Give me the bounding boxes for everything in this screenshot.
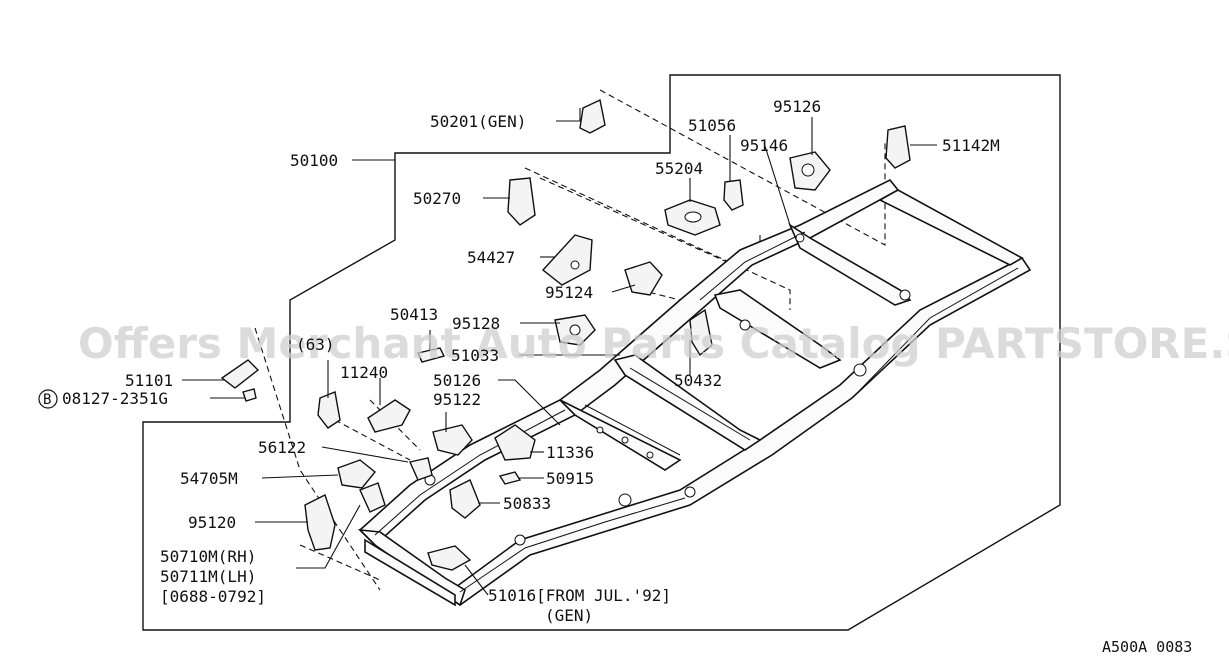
label-95120: 95120 [188,513,236,532]
part-95120[interactable] [304,494,336,551]
part-50710m[interactable] [359,482,386,513]
part-11240[interactable] [367,399,411,433]
label-51101: 51101 [125,371,173,390]
part-54427[interactable] [541,234,593,286]
part-54705m[interactable] [337,459,376,489]
cross-member-4[interactable] [788,222,912,306]
label-95126: 95126 [773,97,821,116]
label-11336: 11336 [546,443,594,462]
label-54705m: 54705M [180,469,238,488]
part-50833[interactable] [449,479,481,519]
part-50270[interactable] [507,177,536,226]
part-50915[interactable] [498,471,522,485]
label-50270: 50270 [413,189,461,208]
label-51033: 51033 [451,346,499,365]
part-50201[interactable] [579,98,606,134]
part-63[interactable] [317,391,341,429]
label-51142m: 51142M [942,136,1000,155]
label-50915: 50915 [546,469,594,488]
label-08127: 08127-2351G [62,389,168,408]
rear-cross-member[interactable] [878,189,1024,266]
label-51056: 51056 [688,116,736,135]
label-56122: 56122 [258,438,306,457]
label-11240: 11240 [340,363,388,382]
label-50711m: 50711M(LH) [160,567,256,586]
label-95146: 95146 [740,136,788,155]
part-95124[interactable] [624,261,663,296]
part-51142m[interactable] [885,125,911,169]
label-63: (63) [296,335,335,354]
watermark: Offers Merchant Auto Parts Catalog PARTS… [78,319,1229,368]
label-50432: 50432 [674,371,722,390]
label-95122: 95122 [433,390,481,409]
part-labels: 50201(GEN) 50100 51056 95126 95146 55204… [38,97,1000,625]
part-51016[interactable] [427,545,472,571]
part-08127[interactable] [242,388,257,402]
label-50710m: 50710M(RH) [160,547,256,566]
label-95128: 95128 [452,314,500,333]
right-frame-rail[interactable] [443,256,1032,606]
label-50100: 50100 [290,151,338,170]
leader-lines [182,108,937,596]
part-95122[interactable] [432,424,473,456]
ladder-frame[interactable] [357,178,1032,607]
label-50201: 50201(GEN) [430,112,526,131]
dashed-guides [254,89,886,591]
label-08127-circle [38,389,58,409]
label-50413: 50413 [390,305,438,324]
label-50126: 50126 [433,371,481,390]
cross-member-3[interactable] [713,289,842,369]
label-51016-gen: (GEN) [545,606,593,625]
diagram-code: A500A 0083 [1102,638,1192,656]
part-50413[interactable] [417,347,446,363]
label-50833: 50833 [503,494,551,513]
label-95124: 95124 [545,283,593,302]
diagram-border [142,74,1061,631]
label-08127-prefix: B [43,392,51,408]
label-55204: 55204 [655,159,703,178]
label-51016: 51016[FROM JUL.'92] [488,586,671,605]
front-bumper-member[interactable] [364,538,456,607]
label-0688: [0688-0792] [160,587,266,606]
part-51056[interactable] [723,179,744,211]
parts[interactable] [220,98,911,571]
part-56122[interactable] [409,457,433,481]
label-54427: 54427 [467,248,515,267]
part-50432[interactable] [689,308,713,357]
part-51101[interactable] [220,359,260,389]
part-11336[interactable] [494,424,536,461]
